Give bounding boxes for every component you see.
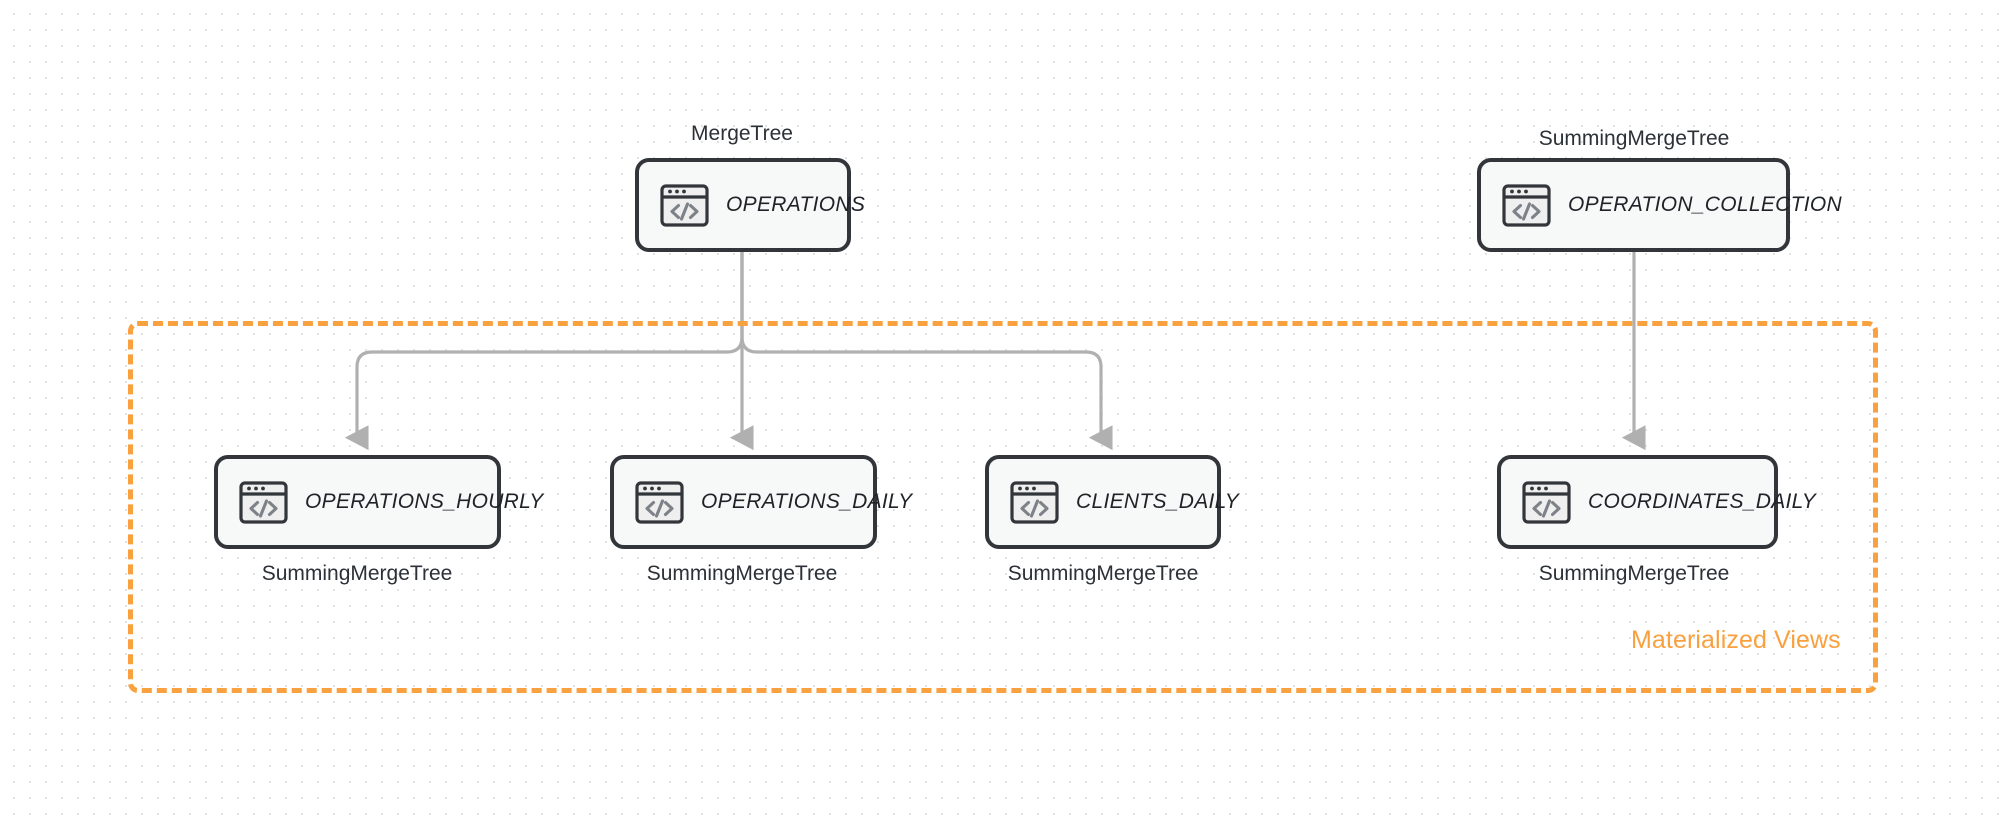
code-window-icon <box>634 477 685 528</box>
engine-label-coordinates-daily: SummingMergeTree <box>1538 562 1730 585</box>
node-clients-daily[interactable]: CLIENTS_DAILY <box>985 455 1239 549</box>
code-window-icon <box>659 180 710 231</box>
node-title-operation-collection: OPERATION_COLLECTION <box>1568 193 1842 216</box>
code-window-icon <box>1521 477 1572 528</box>
materialized-views-group <box>128 321 1878 693</box>
code-window-icon <box>1501 180 1552 231</box>
engine-label-operations-daily: SummingMergeTree <box>646 562 838 585</box>
node-title-coordinates-daily: COORDINATES_DAILY <box>1588 490 1816 513</box>
node-operations[interactable]: OPERATIONS <box>635 158 865 252</box>
engine-label-clients-daily: SummingMergeTree <box>1007 562 1199 585</box>
node-title-operations-daily: OPERATIONS_DAILY <box>701 490 913 513</box>
node-title-clients-daily: CLIENTS_DAILY <box>1076 490 1240 513</box>
node-operations-hourly[interactable]: OPERATIONS_HOURLY <box>214 455 543 549</box>
engine-label-operations: MergeTree <box>691 122 793 145</box>
engine-label-operation-collection: SummingMergeTree <box>1538 127 1730 150</box>
node-title-operations: OPERATIONS <box>726 193 866 216</box>
node-coordinates-daily[interactable]: COORDINATES_DAILY <box>1497 455 1816 549</box>
node-operations-daily[interactable]: OPERATIONS_DAILY <box>610 455 912 549</box>
node-title-operations-hourly: OPERATIONS_HOURLY <box>305 490 544 513</box>
code-window-icon <box>238 477 289 528</box>
node-operation-collection[interactable]: OPERATION_COLLECTION <box>1477 158 1842 252</box>
materialized-views-group-label: Materialized Views <box>1631 626 1841 654</box>
code-window-icon <box>1009 477 1060 528</box>
engine-label-operations-hourly: SummingMergeTree <box>261 562 453 585</box>
